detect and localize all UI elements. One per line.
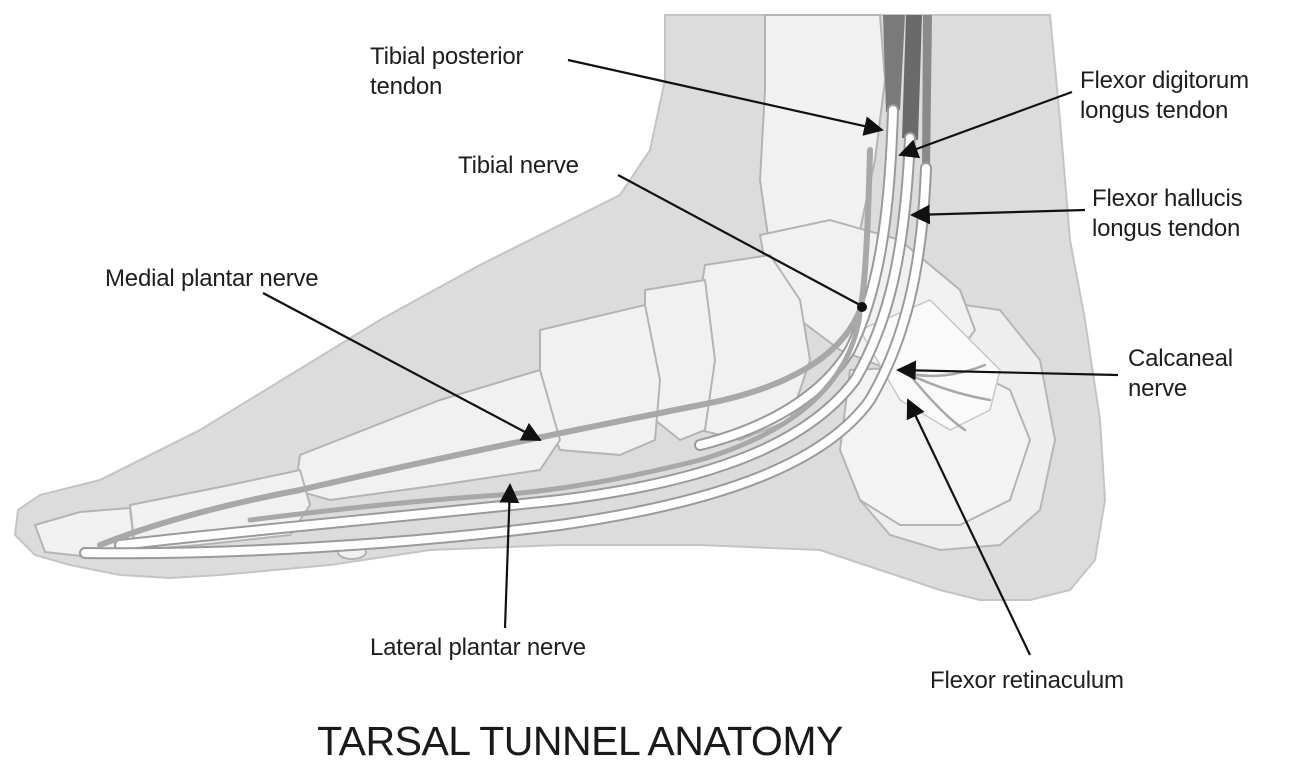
label-flexor-digitorum-longus-tendon: Flexor digitorum longus tendon <box>1080 66 1249 126</box>
label-lateral-plantar-nerve: Lateral plantar nerve <box>370 633 586 663</box>
label-line: Calcaneal <box>1128 344 1233 374</box>
label-calcaneal-nerve: Calcaneal nerve <box>1128 344 1233 404</box>
label-tibial-nerve: Tibial nerve <box>458 151 579 181</box>
label-line: nerve <box>1128 374 1233 404</box>
label-line: longus tendon <box>1080 96 1249 126</box>
tibial-nerve-dot <box>857 302 867 312</box>
label-tibial-posterior-tendon: Tibial posterior tendon <box>370 42 523 102</box>
label-line: Flexor hallucis <box>1092 184 1242 214</box>
label-flexor-retinaculum: Flexor retinaculum <box>930 666 1124 696</box>
diagram-title: TARSAL TUNNEL ANATOMY <box>0 718 1160 765</box>
label-flexor-hallucis-longus-tendon: Flexor hallucis longus tendon <box>1092 184 1242 244</box>
label-line: Tibial posterior <box>370 42 523 72</box>
label-medial-plantar-nerve: Medial plantar nerve <box>105 264 318 294</box>
label-line: longus tendon <box>1092 214 1242 244</box>
label-line: tendon <box>370 72 523 102</box>
label-line: Flexor digitorum <box>1080 66 1249 96</box>
